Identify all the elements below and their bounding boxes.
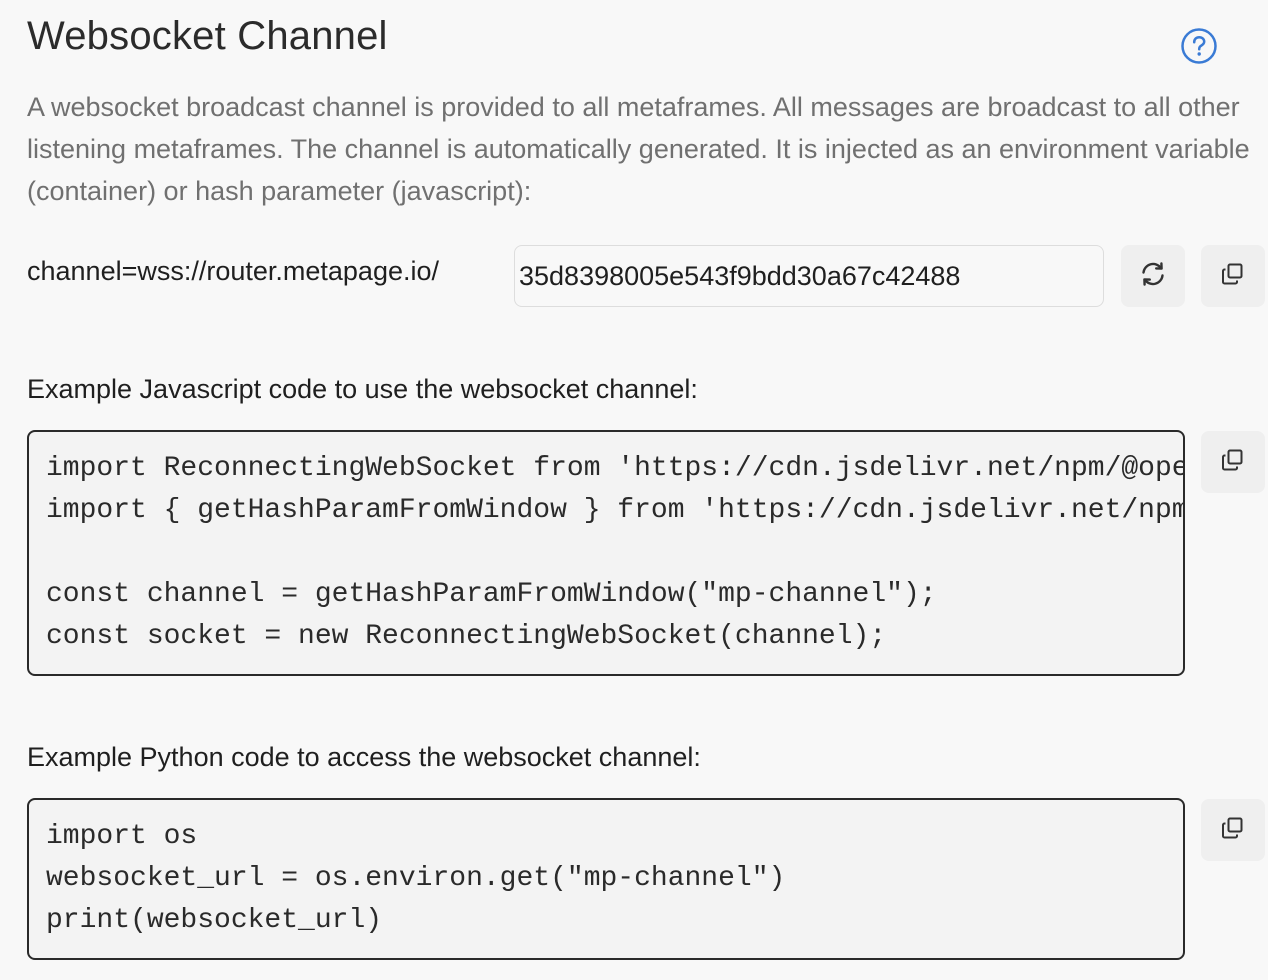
copy-channel-button[interactable] <box>1201 245 1265 307</box>
copy-python-button[interactable] <box>1201 799 1265 861</box>
python-example-label: Example Python code to access the websoc… <box>27 742 701 772</box>
help-button[interactable] <box>1181 28 1217 64</box>
javascript-code-block[interactable]: import ReconnectingWebSocket from 'https… <box>27 430 1185 676</box>
code-line: import ReconnectingWebSocket from 'https… <box>46 453 1185 484</box>
help-circle-icon <box>1181 28 1217 64</box>
channel-id-input[interactable] <box>514 245 1104 307</box>
code-line: import { getHashParamFromWindow } from '… <box>46 495 1185 526</box>
regenerate-channel-button[interactable] <box>1121 245 1185 307</box>
copy-icon <box>1221 816 1245 845</box>
refresh-icon <box>1140 261 1166 292</box>
code-line <box>46 532 1183 574</box>
channel-description: A websocket broadcast channel is provide… <box>27 92 1250 206</box>
code-line: print(websocket_url) <box>46 905 383 936</box>
copy-icon <box>1221 262 1245 291</box>
copy-javascript-button[interactable] <box>1201 431 1265 493</box>
code-line: import os <box>46 821 198 852</box>
code-line: const channel = getHashParamFromWindow("… <box>46 579 937 610</box>
javascript-example-label: Example Javascript code to use the webso… <box>27 374 698 404</box>
python-code-block[interactable]: import os websocket_url = os.environ.get… <box>27 798 1185 960</box>
channel-url-prefix: channel=wss://router.metapage.io/ <box>27 256 440 286</box>
copy-icon <box>1221 448 1245 477</box>
code-line: websocket_url = os.environ.get("mp-chann… <box>46 863 786 894</box>
code-line: const socket = new ReconnectingWebSocket… <box>46 621 887 652</box>
page-title: Websocket Channel <box>27 14 388 58</box>
